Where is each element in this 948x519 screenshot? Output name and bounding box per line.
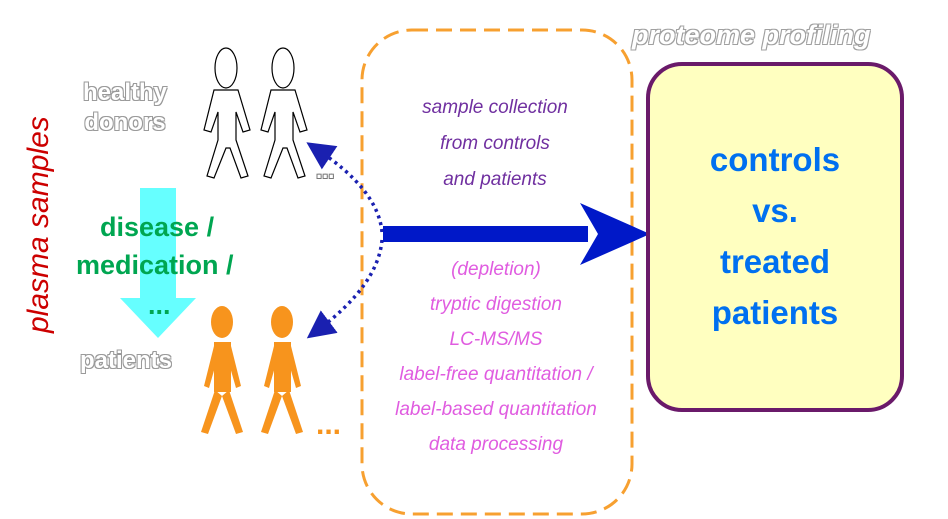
step-label-free: label-free quantitation / [399, 364, 593, 385]
collection-text: sample collection from controls and pati… [390, 90, 600, 198]
healthy-donors-text: healthy donors [82, 79, 168, 136]
result-line-1: controls [709, 141, 841, 178]
collection-line-2: from controls [440, 133, 550, 154]
processing-steps: (depletion) tryptic digestion LC-MS/MS l… [370, 252, 622, 462]
transition-arrow [120, 188, 196, 338]
result-line-2: vs. [752, 192, 798, 229]
result-text: controls vs. treated patients [648, 134, 902, 338]
result-box [646, 62, 904, 412]
patients-ellipsis: ... [316, 408, 342, 441]
main-arrow-head [580, 203, 650, 265]
sampling-arrow-patients [306, 239, 384, 339]
patient-figure-2 [261, 306, 303, 434]
sampling-arrow-healthy [306, 142, 384, 233]
step-depletion: (depletion) [451, 259, 541, 280]
collection-line-3: and patients [443, 169, 547, 190]
healthy-donor-figure-1 [203, 47, 251, 179]
transition-line-3: ... [148, 290, 171, 320]
plasma-samples-label: plasma samples [22, 116, 55, 333]
result-line-4: patients [711, 294, 839, 331]
healthy-donors-label: healthy donors [70, 78, 180, 138]
healthy-ellipsis: ... [316, 158, 335, 183]
healthy-donor-figure-2 [260, 47, 308, 179]
transition-line-1: disease / [100, 212, 215, 242]
proteome-profiling-title: proteome profiling [632, 20, 871, 50]
step-label-based: label-based quantitation [395, 399, 597, 420]
collection-line-1: sample collection [422, 97, 568, 118]
process-box [360, 28, 634, 516]
result-line-3: treated [719, 243, 831, 280]
step-tryptic-digestion: tryptic digestion [429, 294, 562, 315]
patients-label: patients [79, 347, 172, 374]
patient-figure-1 [201, 306, 243, 434]
transition-line-2: medication / [76, 250, 234, 280]
step-data-processing: data processing [428, 434, 564, 455]
main-arrow-shaft [383, 226, 588, 242]
step-lc-ms-ms: LC-MS/MS [449, 329, 543, 350]
